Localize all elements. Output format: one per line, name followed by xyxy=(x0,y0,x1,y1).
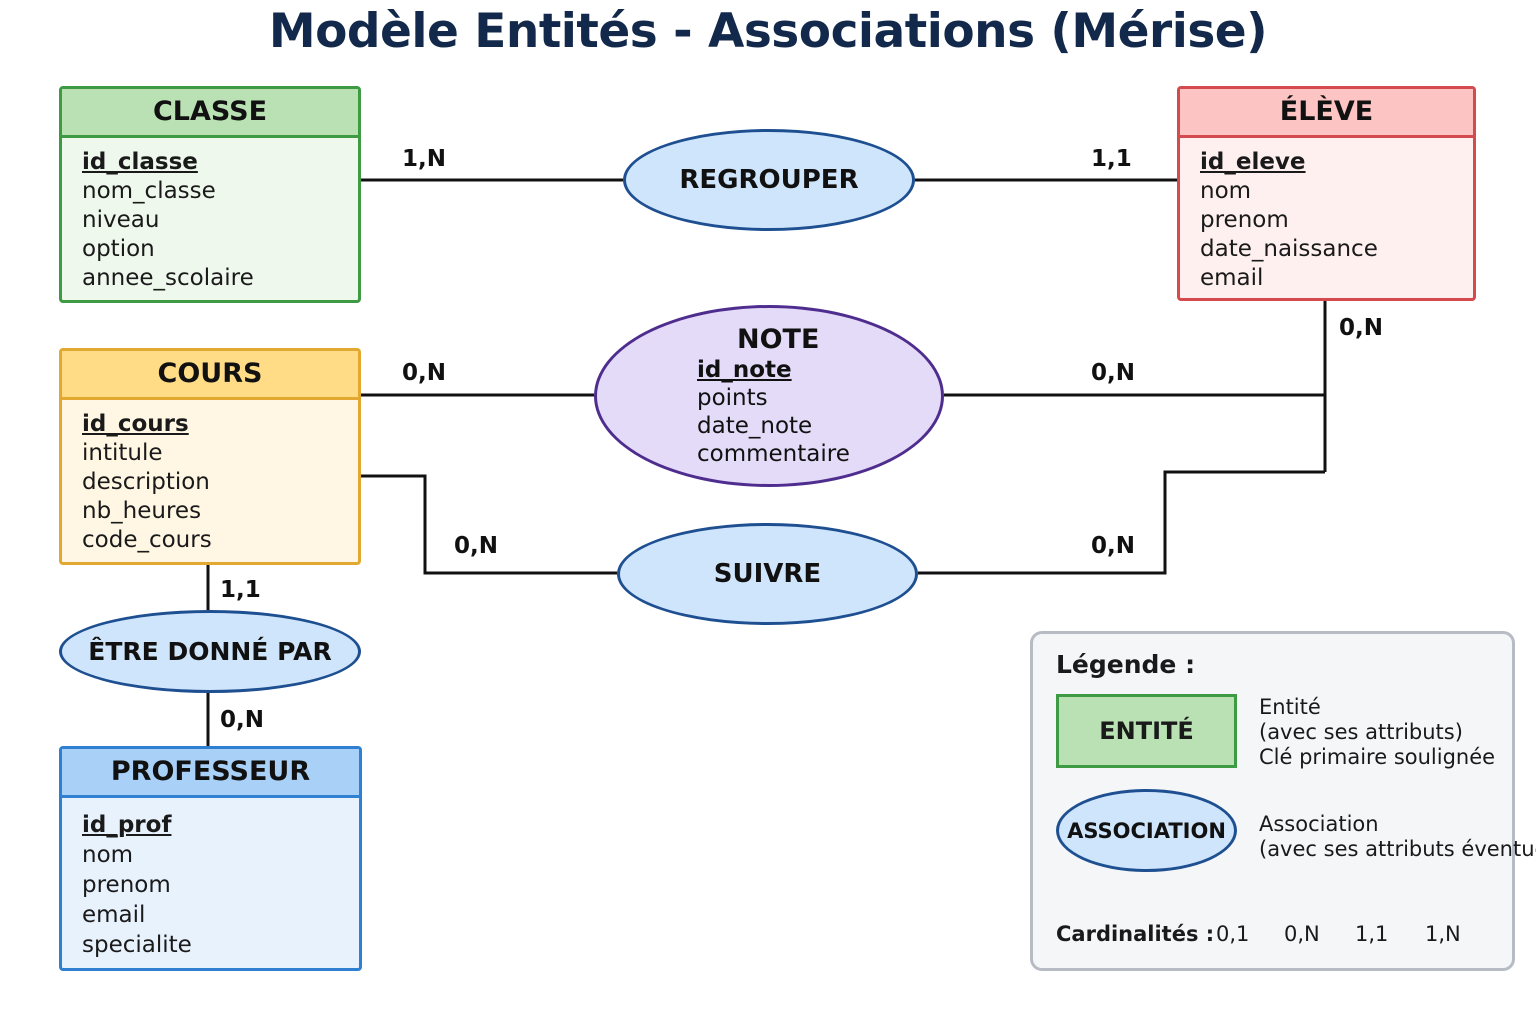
primary-key: id_prof xyxy=(82,812,172,838)
legend-entity-description: Entité (avec ses attributs) Clé primaire… xyxy=(1259,695,1495,770)
attribute: email xyxy=(1200,265,1264,291)
entity-classe: CLASSE id_classe nom_classe niveau optio… xyxy=(59,86,361,303)
attribute: prenom xyxy=(82,872,171,898)
cardinality-eleve-suivre: 0,N xyxy=(1091,533,1135,559)
association-etre-donne-par: ÊTRE DONNÉ PAR xyxy=(59,610,361,693)
primary-key: id_eleve xyxy=(1200,149,1306,175)
primary-key: id_classe xyxy=(82,149,198,175)
cardinality-eleve-down: 0,N xyxy=(1339,315,1383,341)
attribute: description xyxy=(82,469,210,495)
attribute: nom xyxy=(1200,178,1252,204)
association-note-name: NOTE xyxy=(737,324,820,355)
legend-text: (avec ses attributs) xyxy=(1259,720,1463,744)
cardinality-cours-note: 0,N xyxy=(402,360,446,386)
entity-cours-name: COURS xyxy=(62,351,358,400)
legend-association-swatch: ASSOCIATION xyxy=(1056,789,1237,872)
entity-eleve: ÉLÈVE id_eleve nom prenom date_naissance… xyxy=(1177,86,1476,301)
attribute: code_cours xyxy=(82,527,212,553)
legend-cardinality: 0,1 xyxy=(1216,922,1250,946)
primary-key: id_note xyxy=(697,357,792,383)
association-suivre: SUIVRE xyxy=(617,523,918,625)
cardinality-classe-regrouper: 1,N xyxy=(402,146,446,172)
attribute: nom xyxy=(82,842,134,868)
entity-cours: COURS id_cours intitule description nb_h… xyxy=(59,348,361,565)
cardinality-eleve-regrouper: 1,1 xyxy=(1091,146,1132,172)
attribute: intitule xyxy=(82,440,163,466)
legend-text: Clé primaire soulignée xyxy=(1259,745,1496,769)
legend-association-description: Association (avec ses attributs éventuel… xyxy=(1259,812,1536,862)
attribute: prenom xyxy=(1200,207,1289,233)
cardinality-cours-donne: 1,1 xyxy=(220,577,261,603)
cardinality-prof-donne: 0,N xyxy=(220,707,264,733)
legend-text: Association xyxy=(1259,812,1379,836)
attribute: date_note xyxy=(697,413,813,439)
entity-classe-name: CLASSE xyxy=(62,89,358,138)
attribute: specialite xyxy=(82,932,192,958)
legend-cardinality: 0,N xyxy=(1284,922,1320,946)
legend-text: (avec ses attributs éventuels) xyxy=(1259,837,1536,861)
legend-text: Entité xyxy=(1259,695,1321,719)
legend-title: Légende : xyxy=(1056,650,1196,679)
attribute: option xyxy=(82,236,155,262)
attribute: annee_scolaire xyxy=(82,265,254,291)
entity-professeur: PROFESSEUR id_prof nom prenom email spec… xyxy=(59,746,362,971)
legend-cardinality: 1,1 xyxy=(1355,922,1389,946)
diagram-title: Modèle Entités - Associations (Mérise) xyxy=(268,4,1268,59)
cardinality-cours-suivre: 0,N xyxy=(454,533,498,559)
attribute: commentaire xyxy=(697,441,850,467)
entity-professeur-attributes: id_prof nom prenom email specialite xyxy=(62,798,359,960)
entity-classe-attributes: id_classe nom_classe niveau option annee… xyxy=(62,138,358,293)
attribute: nom_classe xyxy=(82,178,216,204)
legend-panel: Légende : ENTITÉ Entité (avec ses attrib… xyxy=(1030,631,1536,971)
legend-entity-swatch: ENTITÉ xyxy=(1056,694,1237,768)
attribute: email xyxy=(82,902,146,928)
legend-cardinalities-label: Cardinalités : xyxy=(1056,922,1215,946)
entity-eleve-attributes: id_eleve nom prenom date_naissance email xyxy=(1180,138,1473,293)
link-cours-suivre xyxy=(361,474,617,575)
attribute: niveau xyxy=(82,207,160,233)
cardinality-eleve-note: 0,N xyxy=(1091,360,1135,386)
association-regrouper: REGROUPER xyxy=(623,129,915,231)
association-note: NOTE id_note points date_note commentair… xyxy=(594,305,944,487)
primary-key: id_cours xyxy=(82,411,189,437)
entity-cours-attributes: id_cours intitule description nb_heures … xyxy=(62,400,358,555)
legend-cardinality: 1,N xyxy=(1425,922,1461,946)
attribute: points xyxy=(697,385,768,411)
attribute: nb_heures xyxy=(82,498,202,524)
link-eleve-suivre xyxy=(918,470,1325,575)
entity-eleve-name: ÉLÈVE xyxy=(1180,89,1473,138)
entity-professeur-name: PROFESSEUR xyxy=(62,749,359,798)
attribute: date_naissance xyxy=(1200,236,1378,262)
